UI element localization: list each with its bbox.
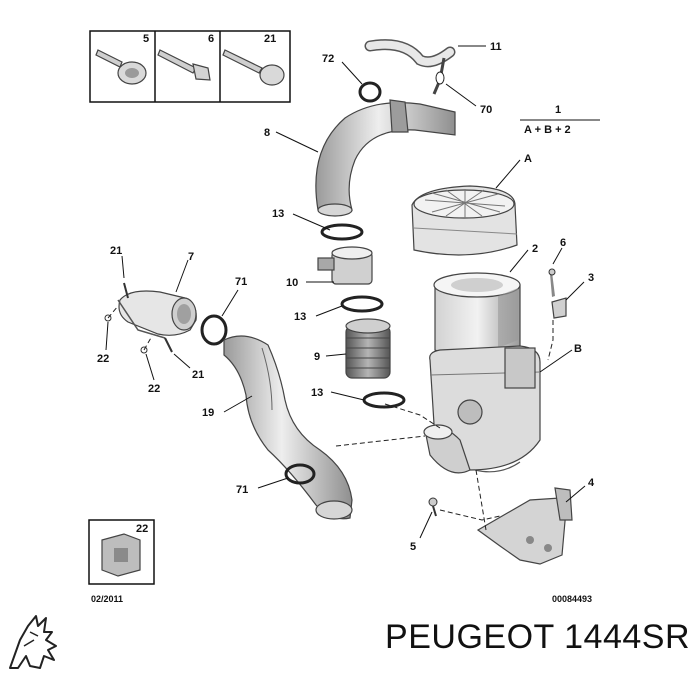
callout-71-lower: 71 [236,484,248,496]
screw-21-left [123,282,129,299]
callout-13-c: 13 [311,387,323,399]
callout-13-a: 13 [272,208,284,220]
callout-box-6: 6 [208,33,214,45]
ring-72 [358,81,382,103]
clip-70 [435,71,445,85]
callout-9: 9 [314,351,320,363]
callout-10: 10 [286,277,298,289]
callout-6: 6 [560,237,566,249]
callout-22-bottom: 22 [148,383,160,395]
callout-8: 8 [264,127,270,139]
callout-72: 72 [322,53,334,65]
callout-22-left: 22 [97,353,109,365]
callout-box-21: 21 [264,33,276,45]
bracket-4 [476,487,573,565]
ring-71-upper [200,314,228,346]
callout-5: 5 [410,541,416,553]
brand-caption: PEUGEOT 1444SR [385,618,690,656]
screw-6-right [548,268,556,297]
mass-air-flow-sensor-10 [317,246,373,285]
callout-11: 11 [490,41,502,53]
callout-A: A [524,153,532,165]
callout-3: 3 [588,272,594,284]
bolt-6 [157,49,211,81]
callout-box-5: 5 [143,33,149,45]
drawing-number: 00084493 [552,594,592,604]
screw-21-bottom [164,337,173,353]
screw-5-bracket [428,497,438,517]
callout-71-upper: 71 [235,276,247,288]
inset-box-22 [88,519,155,585]
callout-13-b: 13 [294,311,306,323]
ring-13-top [320,223,364,241]
peugeot-lion-logo [9,615,57,669]
clip-3 [551,297,567,319]
hose-11 [364,39,456,95]
kit-number: 1 [555,104,561,116]
callout-2: 2 [532,243,538,255]
callout-21-left: 21 [110,245,122,257]
filter-element-2 [433,272,521,359]
diagram-date: 02/2011 [91,594,123,604]
ring-13-bottom [362,391,406,409]
filter-lid-A [411,185,518,256]
kit-formula: A + B + 2 [524,124,571,136]
callout-4: 4 [588,477,595,489]
callout-7: 7 [188,251,194,263]
screw-5 [95,49,147,85]
duct-19 [223,335,353,520]
ring-71-lower [284,463,316,485]
intake-duct-8 [315,99,456,217]
callout-B: B [574,343,582,355]
callout-box-22: 22 [136,523,148,535]
ring-13-mid [340,295,384,313]
filter-housing-B [423,345,541,474]
callout-21-bottom: 21 [192,369,204,381]
bolt-21 [222,49,285,86]
adapter-7 [117,290,197,339]
callout-19: 19 [202,407,214,419]
callout-70: 70 [480,104,492,116]
sleeve-9 [345,318,391,379]
